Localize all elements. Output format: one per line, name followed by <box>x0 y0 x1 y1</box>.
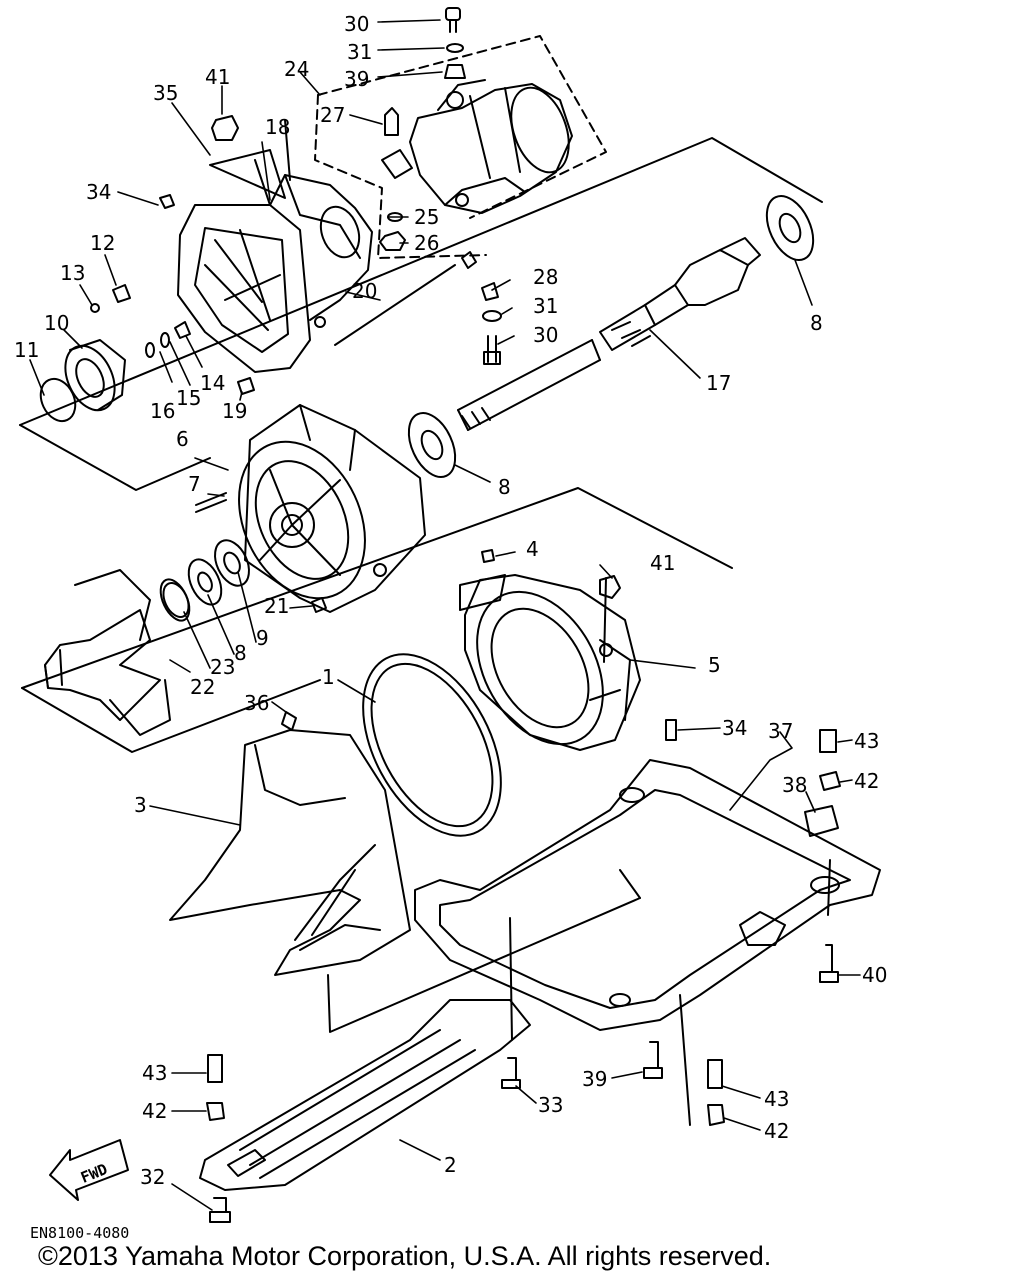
drawing-reference: EN8100-4080 <box>30 1224 129 1240</box>
part-label-7: 7 <box>188 472 201 496</box>
part-label-41: 41 <box>205 65 230 89</box>
part-label-43a: 43 <box>854 729 879 753</box>
part-label-13: 12 <box>90 231 115 255</box>
part-label-29: 28 <box>533 265 558 289</box>
part-label-30: 30 <box>344 12 369 36</box>
part-label-39b: 39 <box>582 1067 607 1091</box>
part-label-3: 3 <box>134 793 147 817</box>
part-label-18: 17 <box>706 371 731 395</box>
part-number-labels: 30 31 39 24 27 41 35 18 34 25 26 12 13 1… <box>14 12 887 1240</box>
part-label-34: 34 <box>86 180 111 204</box>
part-label-34b: 34 <box>722 716 747 740</box>
seals-9-10-24 <box>162 539 250 618</box>
part-label-42c: 42 <box>764 1119 789 1143</box>
part-label-33: 33 <box>538 1093 563 1117</box>
part-label-41b: 41 <box>650 551 675 575</box>
part-label-37: 37 <box>768 719 793 743</box>
part-label-9: 8 <box>234 641 247 665</box>
exploded-parts-diagram: 30 31 39 24 27 41 35 18 34 25 26 12 13 1… <box>14 7 887 1240</box>
fwd-arrow-icon <box>49 1139 129 1201</box>
part-label-21: 20 <box>352 279 377 303</box>
bearing-8-lower <box>407 412 457 478</box>
part-label-16: 15 <box>176 386 201 410</box>
impeller-housing-drawing <box>238 404 426 613</box>
part-label-30b: 30 <box>533 323 558 347</box>
part-label-23: 22 <box>190 675 215 699</box>
fastener-hardware <box>90 7 841 1223</box>
bearing-8-upper <box>765 195 815 261</box>
part-label-26: 25 <box>414 205 439 229</box>
part-label-14: 13 <box>60 261 85 285</box>
fwd-label: FWD <box>78 1160 110 1187</box>
part-label-43b: 43 <box>142 1061 167 1085</box>
leader-lines <box>29 19 861 1211</box>
part-label-2: 2 <box>444 1153 457 1177</box>
part-label-32: 32 <box>140 1165 165 1189</box>
intake-housing-drawing <box>459 574 641 751</box>
pump-housing-drawing <box>177 119 373 373</box>
part-label-40: 40 <box>862 963 887 987</box>
part-label-1: 1 <box>322 665 335 689</box>
part-label-10: 9 <box>256 626 269 650</box>
part-label-20: 19 <box>222 399 247 423</box>
part-label-8-upper: 8 <box>810 311 823 335</box>
nozzle-drawing <box>381 79 573 214</box>
ride-plate-drawing <box>199 999 531 1191</box>
part-label-5: 5 <box>708 653 721 677</box>
part-label-19: 18 <box>265 115 290 139</box>
part-label-12: 11 <box>14 338 39 362</box>
part-label-22: 21 <box>264 594 289 618</box>
part-label-24: 23 <box>210 655 235 679</box>
part-label-11: 10 <box>44 311 69 335</box>
copyright-notice: ©2013 Yamaha Motor Corporation, U.S.A. A… <box>38 1241 772 1271</box>
drive-shaft-drawing <box>457 237 761 431</box>
part-label-35: 35 <box>153 81 178 105</box>
part-label-36: 36 <box>244 691 269 715</box>
intake-cover-drawing <box>169 729 411 976</box>
part-label-28: 27 <box>320 103 345 127</box>
part-label-25: 24 <box>284 57 309 81</box>
part-label-31: 31 <box>347 40 372 64</box>
part-label-39: 39 <box>344 67 369 91</box>
part-label-6: 6 <box>176 427 189 451</box>
part-label-27: 26 <box>414 231 439 255</box>
part-label-4: 4 <box>526 537 539 561</box>
frame-plate-drawing <box>414 759 881 1031</box>
cap-11-12-drawing <box>39 339 126 423</box>
part-label-15: 14 <box>200 371 225 395</box>
seal-ring-drawing <box>362 653 502 837</box>
part-label-42b: 42 <box>142 1099 167 1123</box>
part-label-42a: 42 <box>854 769 879 793</box>
part-label-17: 16 <box>150 399 175 423</box>
part-label-43c: 43 <box>764 1087 789 1111</box>
impeller-drawing <box>44 569 191 736</box>
part-label-38: 38 <box>782 773 807 797</box>
part-label-31b: 31 <box>533 294 558 318</box>
part-label-8-lower: 8 <box>498 475 511 499</box>
